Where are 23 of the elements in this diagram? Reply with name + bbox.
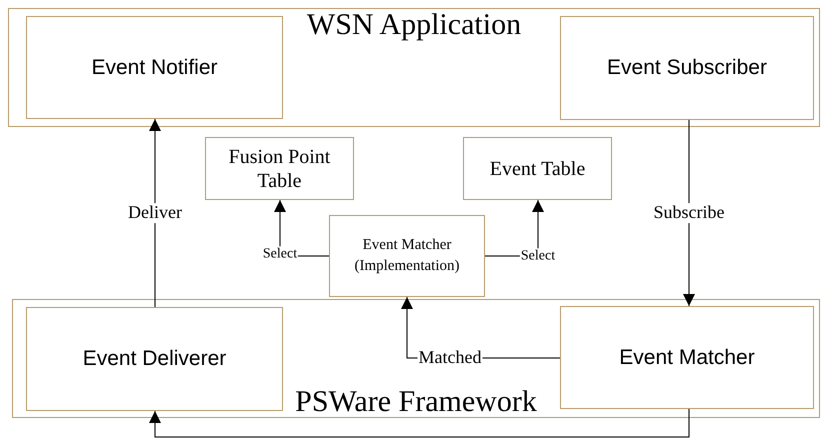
group-title: WSN Application <box>306 10 522 40</box>
box-label: Event Table <box>488 156 586 180</box>
process-box <box>463 137 612 200</box>
process-box <box>26 307 283 411</box>
edge-label: Deliver <box>127 203 183 223</box>
box-label: Event Notifier <box>90 56 219 80</box>
process-box <box>560 16 814 120</box>
process-box <box>560 306 814 409</box>
box-label: Fusion Point Table <box>228 144 332 192</box>
box-label: Event Deliverer <box>82 347 228 371</box>
group-frame <box>12 299 820 418</box>
box-label: Event Matcher <box>618 346 756 370</box>
box-label: Event Subscriber <box>606 56 768 80</box>
group-title: PSWare Framework <box>294 387 538 417</box>
arrow <box>149 118 161 308</box>
process-box <box>26 16 283 119</box>
process-box <box>205 137 354 200</box>
box-label: Event Matcher (Implementation) <box>354 236 460 276</box>
arrow <box>149 408 690 438</box>
group-frame <box>8 8 820 127</box>
process-box <box>329 215 485 297</box>
edge-label: Subscribe <box>652 203 726 223</box>
arrow <box>683 120 695 306</box>
